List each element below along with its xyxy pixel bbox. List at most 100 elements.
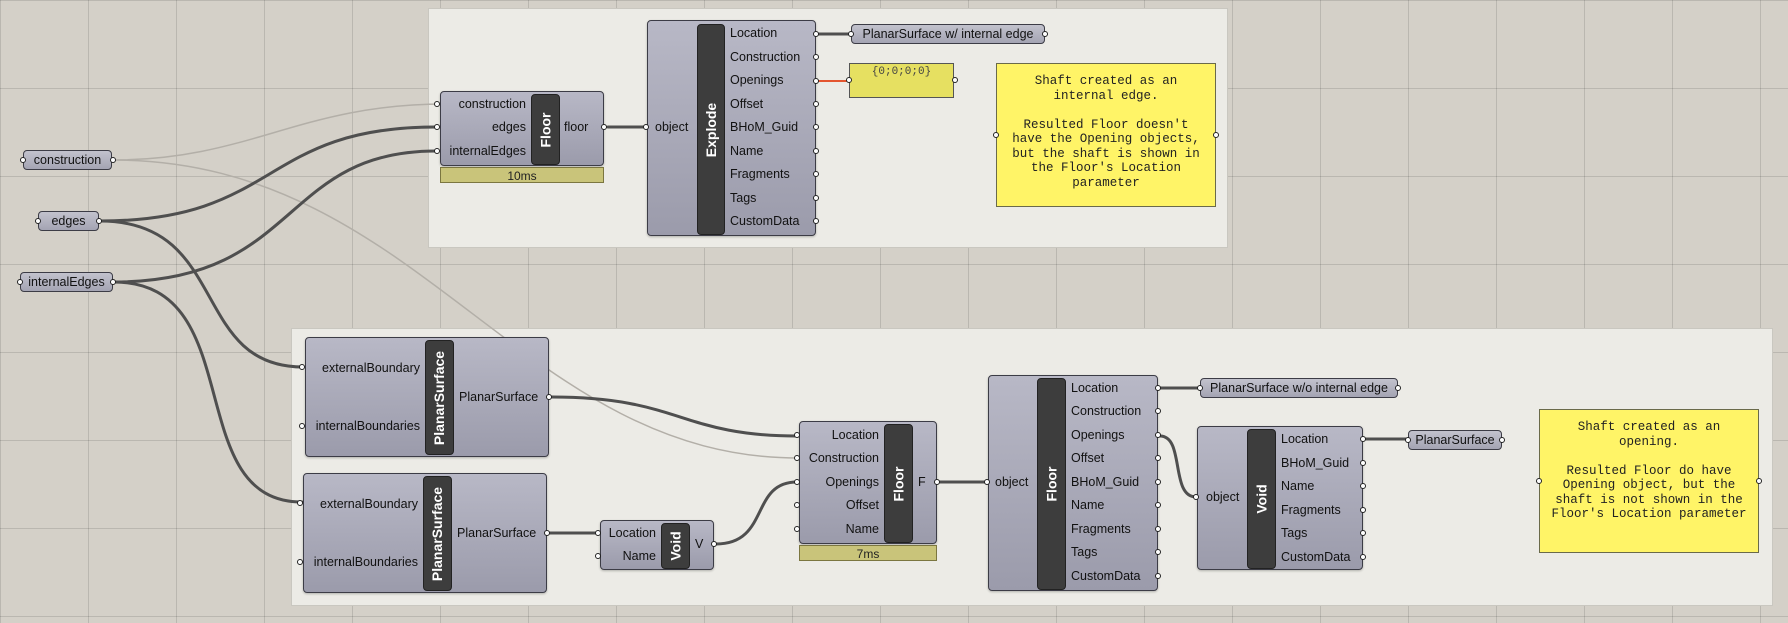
grip[interactable] (1360, 554, 1366, 560)
grip[interactable] (993, 132, 999, 138)
grip[interactable] (1360, 483, 1366, 489)
grip[interactable] (1193, 494, 1199, 500)
grip[interactable] (20, 157, 26, 163)
grip[interactable] (794, 502, 800, 508)
grip[interactable] (711, 541, 717, 547)
input-name: Name (845, 522, 879, 536)
output-fragments: Fragments (730, 167, 790, 181)
grip[interactable] (544, 530, 550, 536)
param-planar-surface[interactable]: PlanarSurface (1408, 430, 1502, 450)
output-v: V (695, 537, 704, 551)
grip[interactable] (1197, 385, 1203, 391)
grip[interactable] (794, 479, 800, 485)
output-openings: Openings (730, 73, 784, 87)
grip[interactable] (813, 54, 819, 60)
grip[interactable] (546, 394, 552, 400)
grip[interactable] (794, 526, 800, 532)
component-void-2[interactable] (1197, 426, 1363, 570)
grip[interactable] (813, 148, 819, 154)
grip[interactable] (297, 559, 303, 565)
grip[interactable] (299, 364, 305, 370)
output-name: Name (1281, 479, 1315, 493)
grip[interactable] (1155, 479, 1161, 485)
grip[interactable] (1360, 507, 1366, 513)
output-location: Location (730, 26, 778, 40)
grip[interactable] (299, 423, 305, 429)
grip[interactable] (96, 218, 102, 224)
note-panel-top[interactable]: Shaft created as an internal edge. Resul… (996, 63, 1216, 207)
grip[interactable] (1155, 432, 1161, 438)
grip[interactable] (848, 31, 854, 37)
wire-construction-floor (112, 103, 446, 161)
grip[interactable] (595, 553, 601, 559)
component-floor-top[interactable] (440, 91, 604, 166)
grip[interactable] (110, 279, 116, 285)
grip[interactable] (601, 124, 607, 130)
input-internal-edges: internalEdges (449, 144, 526, 158)
param-edges[interactable]: edges (38, 211, 99, 231)
grip[interactable] (813, 171, 819, 177)
grip[interactable] (110, 157, 116, 163)
panel-openings-value[interactable]: {0;0;0;0} (849, 63, 954, 98)
grip[interactable] (952, 77, 958, 83)
output-bhom-guid: BHoM_Guid (1281, 456, 1350, 470)
component-explode-top[interactable] (647, 20, 816, 236)
grip[interactable] (1395, 385, 1401, 391)
grip[interactable] (934, 479, 940, 485)
output-tags: Tags (730, 191, 757, 205)
input-object: object (1206, 490, 1240, 504)
note-panel-bottom[interactable]: Shaft created as an opening. Resulted Fl… (1539, 409, 1759, 553)
grip[interactable] (984, 479, 990, 485)
param-internal-edges[interactable]: internalEdges (20, 272, 113, 292)
grip[interactable] (35, 218, 41, 224)
grip[interactable] (1360, 530, 1366, 536)
grip[interactable] (1155, 455, 1161, 461)
grip[interactable] (813, 101, 819, 107)
component-floor-top-nickname: Floor (531, 94, 560, 165)
grip[interactable] (1155, 549, 1161, 555)
wire-edges-floor (98, 125, 438, 223)
param-planar-internal-edge[interactable]: PlanarSurface w/ internal edge (851, 24, 1045, 44)
grip[interactable] (434, 148, 440, 154)
grip[interactable] (1155, 502, 1161, 508)
grip[interactable] (1155, 408, 1161, 414)
grip[interactable] (1042, 31, 1048, 37)
grip[interactable] (813, 195, 819, 201)
grip[interactable] (1213, 132, 1219, 138)
grip[interactable] (434, 101, 440, 107)
input-offset: Offset (845, 498, 879, 512)
grip[interactable] (813, 218, 819, 224)
grip[interactable] (846, 77, 852, 83)
input-internal-boundaries: internalBoundaries (315, 419, 420, 433)
grip[interactable] (1499, 437, 1505, 443)
input-location: Location (608, 526, 656, 540)
component-void-1-nickname: Void (661, 523, 690, 569)
grip[interactable] (1536, 478, 1542, 484)
grip[interactable] (1405, 437, 1411, 443)
param-construction[interactable]: construction (23, 150, 112, 170)
grip[interactable] (1155, 526, 1161, 532)
grip[interactable] (595, 530, 601, 536)
output-custom-data: CustomData (1071, 569, 1141, 583)
grip[interactable] (1360, 460, 1366, 466)
grip[interactable] (813, 31, 819, 37)
grip[interactable] (813, 124, 819, 130)
grip[interactable] (794, 432, 800, 438)
input-external-boundary: externalBoundary (322, 361, 420, 375)
grip[interactable] (1155, 573, 1161, 579)
grip[interactable] (813, 78, 819, 84)
grip[interactable] (1756, 478, 1762, 484)
grip[interactable] (1360, 436, 1366, 442)
output-planar-surface: PlanarSurface (459, 390, 539, 404)
grip[interactable] (1155, 385, 1161, 391)
grip[interactable] (297, 500, 303, 506)
component-void-1[interactable] (600, 520, 714, 570)
grip[interactable] (434, 124, 440, 130)
grip[interactable] (794, 455, 800, 461)
input-edges: edges (491, 120, 526, 134)
output-openings: Openings (1071, 428, 1125, 442)
grip[interactable] (17, 279, 23, 285)
param-planar-no-internal-edge[interactable]: PlanarSurface w/o internal edge (1200, 378, 1398, 398)
component-explode-bottom[interactable] (988, 375, 1158, 591)
grip[interactable] (643, 124, 649, 130)
